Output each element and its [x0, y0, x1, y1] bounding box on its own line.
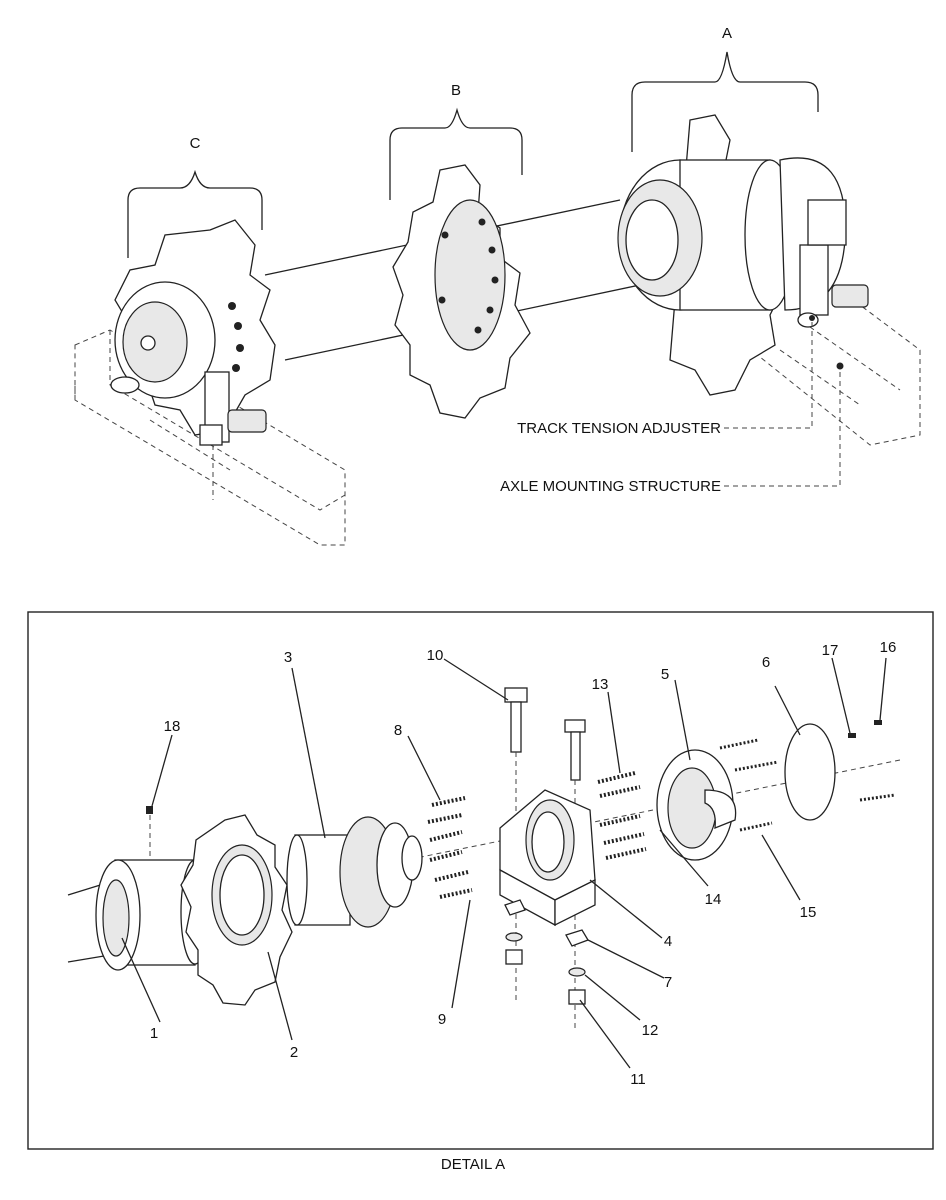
part-number-8: 8 [394, 722, 402, 739]
part-number-10: 10 [427, 647, 444, 664]
detail-caption: DETAIL A [440, 1156, 506, 1173]
part-number-6: 6 [762, 654, 770, 671]
part-3-hub [286, 816, 423, 928]
part-number-7: 7 [664, 974, 672, 991]
part-number-17: 17 [822, 642, 839, 659]
part-4-pillow-block [499, 789, 596, 927]
part-leader-lines [121, 657, 887, 1069]
part-10-mounting-bolt [504, 687, 586, 1030]
part-number-1: 1 [150, 1025, 158, 1042]
callout-leaders [724, 315, 844, 487]
part-18-set-screw [146, 806, 153, 860]
track-tension-adjuster-callout: TRACK TENSION ADJUSTER [517, 420, 721, 437]
exploded-detail-view: 1 2 3 4 5 6 7 8 9 10 11 12 13 14 15 16 1… [67, 639, 901, 1088]
group-c-assembly [110, 219, 276, 500]
part-number-18: 18 [164, 718, 181, 735]
group-label-a: A [722, 25, 732, 42]
bolts-8-and-9 [427, 796, 473, 899]
part-2-sprocket [180, 814, 293, 1006]
part-number-12: 12 [642, 1022, 659, 1039]
part-5-clamp-collar [656, 749, 737, 861]
detail-frame [27, 611, 934, 1150]
part-number-9: 9 [438, 1011, 446, 1028]
part-number-14: 14 [705, 891, 722, 908]
part-number-15: 15 [800, 904, 817, 921]
part-number-13: 13 [592, 676, 609, 693]
group-brackets [127, 51, 819, 258]
part-6-cover-plate [784, 723, 836, 821]
group-label-b: B [451, 82, 461, 99]
part-number-3: 3 [284, 649, 292, 666]
group-a-assembly [617, 114, 869, 396]
part-number-2: 2 [290, 1044, 298, 1061]
fasteners-15-16-17 [719, 720, 896, 832]
part-number-5: 5 [661, 666, 669, 683]
part-number-11: 11 [630, 1071, 646, 1088]
bolts-13-and-14 [597, 771, 647, 860]
part-number-4: 4 [664, 933, 672, 950]
group-label-c: C [190, 135, 201, 152]
axle-mounting-structure-callout: AXLE MOUNTING STRUCTURE [500, 478, 721, 495]
part-number-16: 16 [880, 639, 897, 656]
assembled-axle-view: C B A TRACK TENSION ADJUSTER AXLE MOUNTI… [74, 25, 921, 546]
group-b-sprocket [392, 164, 531, 419]
